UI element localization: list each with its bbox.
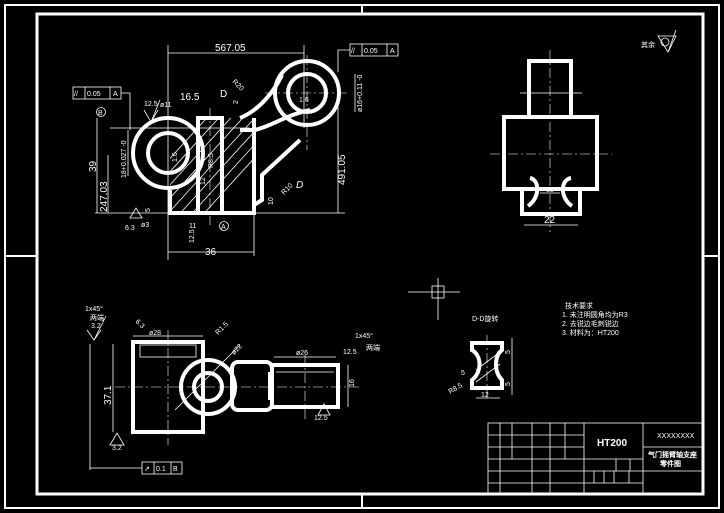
svg-text:10: 10 xyxy=(268,197,275,205)
svg-text:6.3: 6.3 xyxy=(134,318,146,330)
svg-text:36: 36 xyxy=(205,247,217,258)
svg-text:12: 12 xyxy=(200,177,207,185)
svg-text:ø16+0.11 -0: ø16+0.11 -0 xyxy=(357,74,364,112)
center-marks xyxy=(5,5,719,508)
svg-text:39: 39 xyxy=(88,160,99,172)
svg-text:A: A xyxy=(221,224,226,231)
svg-text:R10: R10 xyxy=(280,182,294,196)
svg-text:D-D旋转: D-D旋转 xyxy=(472,314,498,323)
svg-text://: // xyxy=(74,91,78,98)
svg-text:3. 材料为：HT200: 3. 材料为：HT200 xyxy=(562,328,619,337)
svg-text:A: A xyxy=(113,91,118,98)
svg-text:2: 2 xyxy=(233,100,240,104)
tolerance-frame-left: // 0.05 A xyxy=(72,86,131,130)
svg-text:491.05: 491.05 xyxy=(337,154,348,185)
svg-text:HT200: HT200 xyxy=(597,438,627,449)
svg-text:XXXXXXXX: XXXXXXXX xyxy=(657,433,695,440)
svg-text:6.3: 6.3 xyxy=(125,225,135,232)
svg-text:↗: ↗ xyxy=(144,466,150,473)
side-view: 10 22 xyxy=(490,50,612,232)
svg-text:5: 5 xyxy=(461,370,465,377)
main-view xyxy=(95,45,356,260)
tolerance-frame-right: // 0.05 A xyxy=(337,43,399,72)
svg-text:B: B xyxy=(173,466,178,473)
svg-text:ø26: ø26 xyxy=(296,350,308,357)
svg-text://: // xyxy=(351,48,355,55)
svg-text:12.5: 12.5 xyxy=(189,229,196,243)
general-roughness-note: 其余 xyxy=(641,29,677,53)
svg-text:0.05: 0.05 xyxy=(364,48,378,55)
svg-text:其余: 其余 xyxy=(641,40,655,49)
top-view-dimensions: 1x45° 两端 1x45° 两端 ø28 ø26 ø22 R1.5 37.1 … xyxy=(85,305,380,452)
svg-text:1x45°: 1x45° xyxy=(355,332,373,340)
svg-text:ø28: ø28 xyxy=(149,330,161,337)
svg-text:16.5: 16.5 xyxy=(180,92,200,103)
svg-text:0.05: 0.05 xyxy=(87,91,101,98)
svg-text:ø11: ø11 xyxy=(160,102,172,109)
svg-text:D: D xyxy=(220,89,227,100)
svg-text:技术要求: 技术要求 xyxy=(565,301,593,310)
top-view xyxy=(89,330,360,470)
svg-text:5: 5 xyxy=(505,382,512,386)
svg-text:R20: R20 xyxy=(231,78,245,92)
svg-text:3.2: 3.2 xyxy=(112,445,122,452)
svg-text:247.03: 247.03 xyxy=(99,181,110,212)
inner-frame xyxy=(35,12,705,496)
svg-text:2. 去锐边毛刺锐边: 2. 去锐边毛刺锐边 xyxy=(562,319,619,328)
svg-text:5: 5 xyxy=(505,350,512,354)
svg-text:R8.5: R8.5 xyxy=(208,153,215,168)
svg-text:18+0.027 -0: 18+0.027 -0 xyxy=(121,140,128,178)
svg-text:ø22: ø22 xyxy=(230,343,244,357)
svg-text:1x45°: 1x45° xyxy=(85,305,103,313)
svg-text:10: 10 xyxy=(546,187,554,194)
section-view-dd: D-D旋转 5 5 5 R8.5 12 xyxy=(448,314,513,399)
svg-text:D: D xyxy=(296,180,303,191)
svg-text:3.2: 3.2 xyxy=(91,323,101,330)
main-view-dimensions: 567.05 491.05 16.5 36 39 247.03 18+0.027… xyxy=(88,43,364,258)
svg-text:ø3: ø3 xyxy=(141,222,149,229)
svg-text:12: 12 xyxy=(481,392,489,399)
svg-text:两端: 两端 xyxy=(366,343,380,352)
svg-text:1.6: 1.6 xyxy=(299,97,309,104)
svg-text:1. 未注明圆角均为R3: 1. 未注明圆角均为R3 xyxy=(562,310,628,319)
svg-text:1.6: 1.6 xyxy=(172,152,179,162)
svg-text:A: A xyxy=(390,48,395,55)
svg-text:11: 11 xyxy=(189,223,196,230)
svg-text:16: 16 xyxy=(349,379,356,387)
svg-text:气门摇臂轴支座: 气门摇臂轴支座 xyxy=(647,450,697,459)
svg-text:567.05: 567.05 xyxy=(215,43,246,54)
tolerance-frame-runout: ↗ 0.1 B xyxy=(141,461,183,475)
section-marker xyxy=(408,278,460,320)
svg-text:12.5: 12.5 xyxy=(144,101,158,108)
svg-text:12.5: 12.5 xyxy=(314,415,328,422)
svg-text:两端: 两端 xyxy=(90,313,104,322)
svg-text:5: 5 xyxy=(145,208,152,212)
svg-text:R8.5: R8.5 xyxy=(448,382,464,396)
svg-text:B: B xyxy=(98,110,103,117)
technical-requirements: 技术要求 1. 未注明圆角均为R3 2. 去锐边毛刺锐边 3. 材料为：HT20… xyxy=(562,301,628,337)
svg-text:R1.5: R1.5 xyxy=(214,321,229,336)
title-block: HT200 XXXXXXXX 气门摇臂轴支座 零件图 xyxy=(487,422,704,495)
svg-text:0.1: 0.1 xyxy=(156,466,166,473)
svg-text:37.1: 37.1 xyxy=(103,385,114,405)
svg-text:22: 22 xyxy=(544,215,556,226)
svg-text:12.5: 12.5 xyxy=(343,349,357,356)
svg-text:零件图: 零件图 xyxy=(659,459,681,468)
